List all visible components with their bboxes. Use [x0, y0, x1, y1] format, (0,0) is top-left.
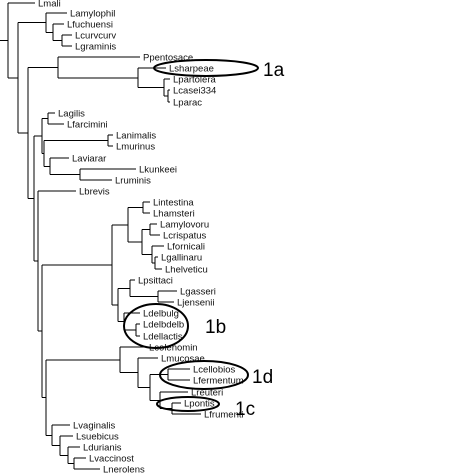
taxon-label: Ldellactis [143, 332, 183, 343]
taxon-label: Lbrevis [79, 187, 110, 198]
taxon-label: Lagilis [58, 109, 85, 120]
group-label-1c: 1c [235, 399, 255, 420]
taxon-label: Lsharpeae [169, 64, 214, 75]
taxon-label: Lkunkeei [139, 165, 177, 176]
taxon-label: Lmucosae [161, 354, 205, 365]
taxon-label: Lpontis [184, 399, 215, 410]
taxon-label: Lhamsteri [153, 209, 195, 220]
group-label-1d: 1d [252, 367, 273, 388]
taxon-label: Lgallinaru [161, 253, 202, 264]
taxon-labels: LmaliLamylophilLfuchuensiLcurvcurvLgrami… [38, 0, 244, 474]
group-ellipse-1a [153, 59, 259, 77]
taxon-label: Ldurianis [83, 443, 122, 454]
taxon-label: Lcurvcurv [75, 31, 116, 42]
taxon-label: Lfuchuensi [67, 20, 113, 31]
taxon-label: Lparac [173, 98, 202, 109]
taxon-label: Lamylophil [70, 9, 115, 20]
taxon-label: Lcrispatus [163, 231, 207, 242]
taxon-label: Laviarar [72, 154, 106, 165]
taxon-label: Ldelbulg [143, 309, 179, 320]
taxon-label: Lfarcimini [67, 120, 108, 131]
group-label-1b: 1b [205, 317, 226, 338]
taxon-label: Lcasei334 [173, 86, 216, 97]
taxon-label: Lfornicali [167, 242, 205, 253]
taxon-label: Lfrumenti [204, 410, 244, 421]
taxon-label: Lvaginalis [73, 421, 115, 432]
group-ellipse-1b [123, 303, 189, 349]
taxon-label: Lvaccinost [89, 454, 134, 465]
taxon-label: Lgasseri [180, 287, 216, 298]
taxon-label: Lnerolens [103, 465, 145, 474]
highlighted-groups: 1a 1b 1c 1d [123, 59, 285, 420]
taxon-label: Lanimalis [116, 131, 156, 142]
taxon-label: Lmali [38, 0, 61, 10]
taxon-label: Lcellobios [193, 365, 235, 376]
taxon-label: Lintestina [153, 198, 194, 209]
taxon-label: Ldelbdelb [143, 320, 184, 331]
group-ellipse-1c [156, 396, 220, 412]
taxon-label: Lruminis [115, 176, 151, 187]
taxon-label: Lhelveticu [165, 265, 208, 276]
taxon-label: Lpsittaci [138, 276, 173, 287]
taxon-label: Lmurinus [116, 142, 155, 153]
taxon-label: Lpartolera [173, 75, 216, 86]
tree-branches [0, 2, 201, 470]
taxon-label: Lgraminis [75, 42, 116, 53]
taxon-label: Lcolehomin [149, 343, 198, 354]
taxon-label: Lsuebicus [76, 432, 119, 443]
taxon-label: Lamylovoru [160, 220, 209, 231]
group-ellipse-1d [159, 360, 249, 390]
taxon-label: Ppentosace [143, 53, 193, 64]
taxon-label: Lreuteri [191, 388, 223, 399]
group-label-1a: 1a [263, 60, 285, 81]
taxon-label: Lfermentum [193, 376, 244, 387]
taxon-label: Ljensenii [177, 298, 215, 309]
